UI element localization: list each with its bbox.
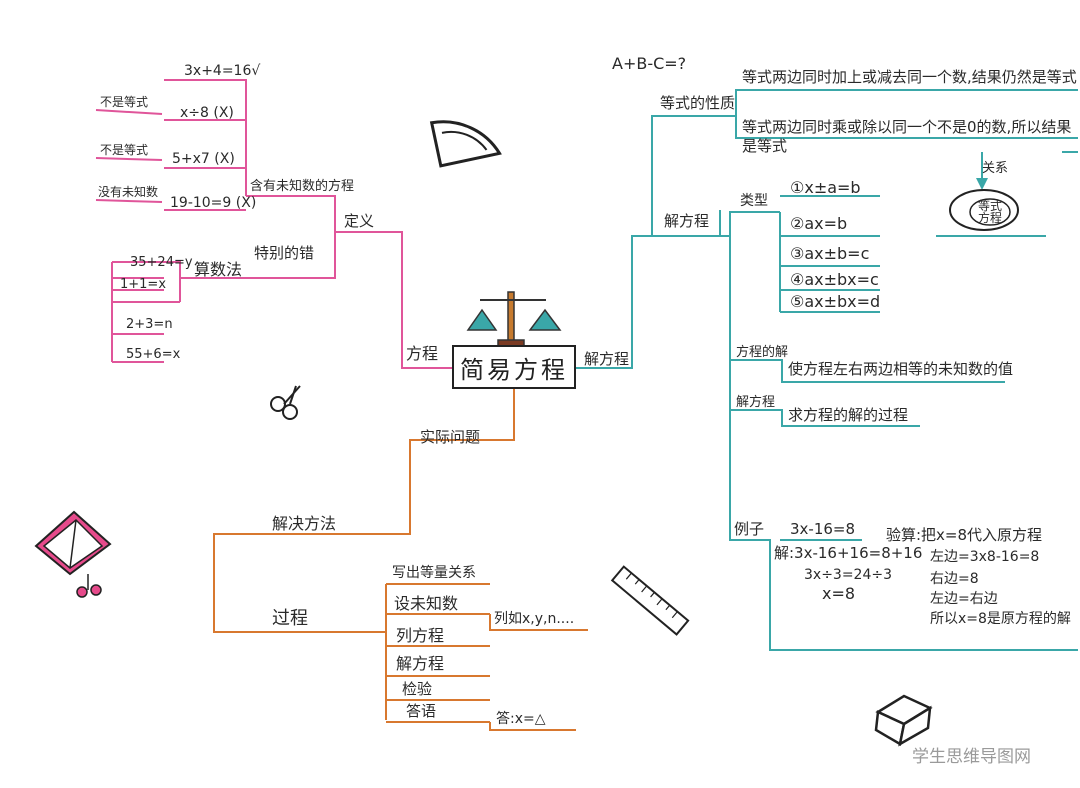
bottom-branch-lines (213, 389, 588, 731)
type-3: ③ax±b=c (790, 244, 870, 263)
relation-label: 关系 (982, 161, 1009, 176)
special-example-2: 1+1=x (120, 277, 167, 292)
special-example-1: 35+24=y (130, 255, 193, 270)
check-step-3: 右边=8 (930, 571, 979, 587)
solving-label: 解方程 (664, 212, 710, 230)
bubble-text: 等式 方程 (977, 199, 1002, 225)
protractor-icon (429, 120, 502, 168)
type-2: ②ax=b (790, 214, 848, 233)
special-label: 特别的错 (254, 244, 315, 262)
right-branch-lines (576, 89, 1078, 651)
process-text: 求方程的解的过程 (788, 406, 909, 424)
equation-branch-label: 方程 (406, 344, 439, 363)
step-6: 答语 (406, 702, 437, 720)
ruler-icon (610, 565, 690, 636)
watermark-text: 学生思维导图网 (912, 747, 1031, 767)
unknown-example: 列如x,y,n.... (494, 611, 575, 627)
cube-icon (874, 694, 933, 747)
properties-label: 等式的性质 (660, 94, 736, 112)
example-step-1: 3x-16=8 (790, 520, 856, 538)
solve-branch-label: 解方程 (584, 350, 630, 368)
book-icon (34, 510, 112, 598)
not-equation-note-2: 不是等式 (100, 143, 149, 157)
question-text: A+B-C=? (612, 54, 687, 73)
type-4: ④ax±bx=c (790, 270, 879, 289)
step-2: 设未知数 (394, 594, 459, 613)
practical-problems-label: 实际问题 (420, 428, 481, 446)
check-step-2: 左边=3x8-16=8 (930, 549, 1040, 565)
definition-label: 定义 (344, 212, 375, 230)
balance-scale-icon (466, 291, 562, 349)
solution-label: 方程的解 (736, 345, 789, 360)
process-branch-label: 过程 (272, 608, 308, 629)
not-equation-note-1: 不是等式 (100, 95, 149, 109)
definition-example-2: x÷8 (X) (180, 105, 234, 121)
scissors-icon (270, 385, 301, 420)
example-step-2: 解:3x-16+16=8+16 (774, 544, 923, 562)
check-step-5: 所以x=8是原方程的解 (930, 611, 1071, 627)
step-5: 检验 (402, 680, 433, 698)
central-topic: 简易方程 (452, 345, 576, 389)
example-step-4: x=8 (822, 584, 856, 603)
type-1: ①x±a=b (790, 178, 861, 197)
no-unknown-note: 没有未知数 (98, 185, 159, 199)
left-branch-lines (95, 79, 452, 369)
arithmetic-method-label: 算数法 (194, 260, 243, 279)
relation-bubble (949, 189, 1019, 231)
property-2: 等式两边同时乘或除以同一个不是0的数,所以结果是等式 (742, 118, 1072, 155)
definition-example-1: 3x+4=16√ (184, 63, 261, 79)
step-3: 列方程 (396, 626, 445, 645)
example-label: 例子 (734, 520, 765, 538)
answer-example: 答:x=△ (496, 711, 546, 727)
step-4: 解方程 (396, 654, 445, 673)
check-step-4: 左边=右边 (930, 591, 998, 607)
definition-example-3: 5+x7 (X) (172, 151, 235, 167)
type-5: ⑤ax±bx=d (790, 292, 881, 311)
special-example-4: 55+6=x (126, 347, 181, 362)
example-step-3: 3x÷3=24÷3 (804, 567, 893, 583)
special-example-3: 2+3=n (126, 317, 173, 332)
solution-text: 使方程左右两边相等的未知数的值 (788, 360, 1014, 378)
definition-example-4: 19-10=9 (X) (170, 195, 257, 211)
check-step-1: 验算:把x=8代入原方程 (886, 526, 1043, 544)
types-label: 类型 (740, 193, 768, 209)
definition-text: 含有未知数的方程 (250, 179, 355, 194)
property-1: 等式两边同时加上或减去同一个数,结果仍然是等式 (742, 68, 1077, 86)
process-label: 解方程 (736, 395, 776, 410)
method-label: 解决方法 (272, 514, 337, 533)
step-1: 写出等量关系 (392, 565, 476, 581)
